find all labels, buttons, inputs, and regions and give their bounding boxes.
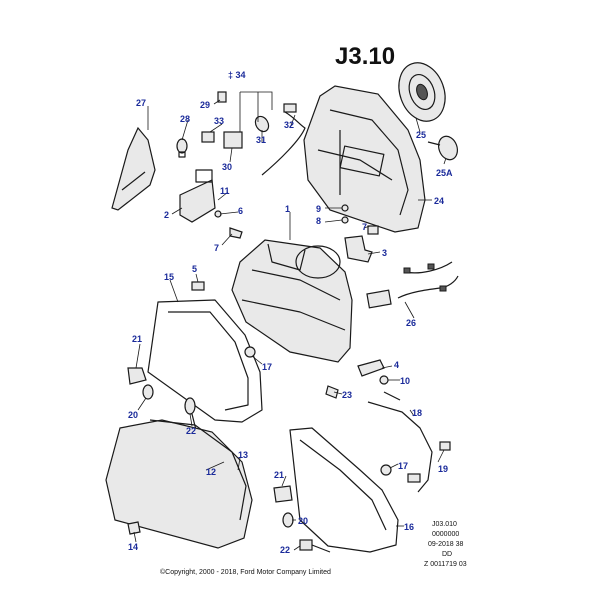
callout-19: 19: [438, 464, 448, 474]
callout-23: 23: [342, 390, 352, 400]
bezel-frame-part-15: [147, 299, 263, 423]
leader-lines: [133, 99, 447, 551]
reference-block: J03.010 0000000 09-2018 38 DD Z 0011719 …: [424, 521, 467, 568]
screw-part-19: [439, 441, 451, 451]
outer-lens-part-13: [105, 419, 253, 549]
grommet-part-17-lower: [380, 464, 392, 476]
bulb-part-20-lower: [282, 512, 294, 528]
callout-27: 27: [136, 98, 146, 108]
callout-22a: 22: [186, 426, 196, 436]
connector-part-30: [223, 131, 243, 149]
callout-25a: 25A: [436, 168, 453, 178]
callout-12: 12: [206, 467, 216, 477]
callout-1: 1: [285, 204, 290, 214]
callout-7b: 7: [362, 222, 367, 232]
callout-3: 3: [382, 248, 387, 258]
callout-4: 4: [394, 360, 399, 370]
copyright-notice: ©Copyright, 2000 - 2018, Ford Motor Comp…: [160, 568, 331, 576]
bulb-part-22-lower: [299, 539, 331, 553]
callout-11: 11: [220, 186, 230, 196]
callout-labels: ‡ 34 27 29 28 33 32 31 30 25 25A 24 11 6…: [128, 70, 453, 555]
ref-line-2: 0000000: [432, 531, 459, 538]
callout-31: 31: [256, 135, 266, 145]
callout-8: 8: [316, 216, 321, 226]
headlamp-housing-part-24: [303, 85, 426, 233]
callout-29: 29: [200, 100, 210, 110]
side-marker-part-27: [111, 126, 156, 211]
bulb-part-20-upper: [142, 384, 154, 400]
ref-line-4: DD: [442, 551, 452, 558]
headlamp-unit-part-1: [231, 239, 353, 363]
screw-part-7a: [229, 227, 243, 239]
bracket-part-4: [357, 359, 385, 377]
callout-5: 5: [192, 264, 197, 274]
clip-part-7b: [367, 225, 379, 235]
ref-line-1: J03.010: [432, 521, 457, 528]
callout-28: 28: [180, 114, 190, 124]
clip-part-14: [127, 521, 141, 535]
callout-25: 25: [416, 130, 426, 140]
callout-15: 15: [164, 272, 174, 282]
callout-14: 14: [128, 542, 138, 552]
callout-13: 13: [238, 450, 248, 460]
bracket-part-3: [344, 235, 373, 263]
callout-6: 6: [238, 206, 243, 216]
callout-20b: 20: [298, 516, 308, 526]
frame-part-16: [289, 427, 399, 553]
callout-17b: 17: [398, 461, 408, 471]
callout-20a: 20: [128, 410, 138, 420]
wire-assembly-part-18: [367, 391, 433, 493]
wiring-harness-part-26: [366, 261, 459, 309]
callout-9: 9: [316, 204, 321, 214]
callout-26: 26: [406, 318, 416, 328]
callout-7a: 7: [214, 243, 219, 253]
callout-2: 2: [164, 210, 169, 220]
bulb-cap-part-25: [398, 62, 446, 122]
screw-part-5: [191, 281, 205, 291]
clip-part-29: [217, 91, 227, 103]
clip-part-23: [325, 385, 339, 399]
callout-30: 30: [222, 162, 232, 172]
callout-32: 32: [284, 120, 294, 130]
bulb-holder-part-21-lower: [273, 485, 293, 503]
callout-17a: 17: [262, 362, 272, 372]
ref-line-3: 09-2018 38: [428, 541, 464, 548]
seal-part-12: [149, 419, 247, 521]
bulb-part-28: [176, 138, 188, 158]
socket-part-33: [201, 131, 215, 143]
grommet-part-17-upper: [244, 346, 256, 358]
clip-part-25a: [427, 135, 459, 161]
wire-lead-part-32: [261, 103, 306, 176]
callout-18: 18: [412, 408, 422, 418]
callout-22b: 22: [280, 545, 290, 555]
bracket-part-2: [179, 169, 216, 223]
callout-10: 10: [400, 376, 410, 386]
bulb-holder-part-21-upper: [127, 367, 147, 385]
screw-part-10: [379, 375, 389, 385]
callout-16: 16: [404, 522, 414, 532]
diagram-title: J3.10: [335, 43, 395, 70]
callout-21a: 21: [132, 334, 142, 344]
callout-24: 24: [434, 196, 444, 206]
callout-34: ‡ 34: [228, 70, 246, 80]
callout-21b: 21: [274, 470, 284, 480]
callout-33: 33: [214, 116, 224, 126]
ref-line-5: Z 0011719 03: [424, 561, 467, 568]
